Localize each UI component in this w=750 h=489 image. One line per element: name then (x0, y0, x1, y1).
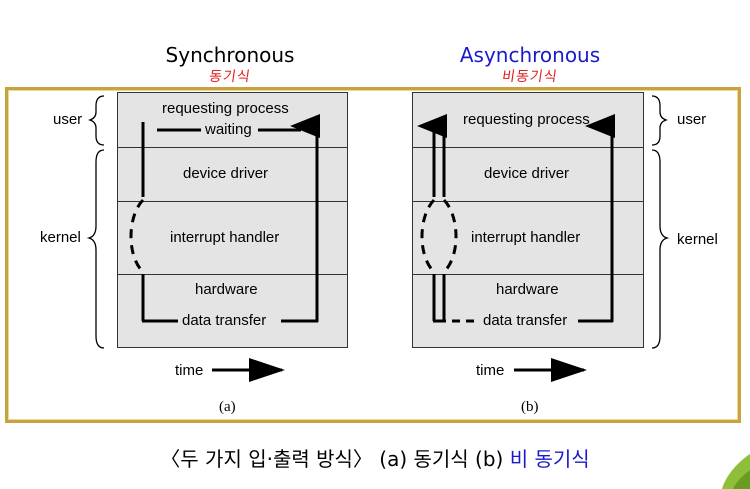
async-device-driver-label: device driver (484, 165, 570, 182)
sync-hardware-label: hardware (195, 281, 258, 298)
async-data-transfer-label: data transfer (483, 312, 568, 329)
layer-divider (118, 201, 347, 202)
async-figure-caption: (b) (521, 399, 539, 415)
layer-divider (413, 274, 643, 275)
right-user-label: user (677, 111, 707, 128)
sync-time-label: time (175, 362, 204, 379)
sync-data-transfer-label: data transfer (182, 312, 267, 329)
sync-waiting-label: waiting (205, 121, 252, 138)
async-time-label: time (476, 362, 505, 379)
slide-caption-highlight: 비 동기식 (509, 447, 590, 471)
layer-divider (413, 201, 643, 202)
async-interrupt-handler-label: interrupt handler (471, 229, 581, 246)
slide-caption-text: 〈두 가지 입·출력 방식〉 (a) 동기식 (b) (160, 447, 510, 471)
async-dashed-curve-right (442, 198, 458, 274)
async-requesting-process-label: requesting process (463, 111, 590, 128)
layer-divider (413, 147, 643, 148)
slide-caption: 〈두 가지 입·출력 방식〉 (a) 동기식 (b) 비 동기식 (0, 446, 750, 472)
sync-device-driver-label: device driver (183, 165, 269, 182)
right-kernel-brace (651, 149, 670, 349)
layer-divider (118, 147, 347, 148)
sync-requesting-process-label: requesting process (162, 100, 289, 117)
layer-divider (118, 274, 347, 275)
left-user-label: user (53, 111, 83, 128)
async-hardware-label: hardware (496, 281, 559, 298)
left-kernel-brace (86, 149, 105, 349)
right-kernel-label: kernel (677, 231, 718, 248)
sync-figure-caption: (a) (219, 399, 236, 415)
sync-dashed-interrupt-curve (129, 198, 145, 274)
left-kernel-label: kernel (40, 229, 81, 246)
async-dashed-curve-left (420, 198, 436, 274)
left-user-brace (87, 95, 105, 146)
async-title: Asynchronous (459, 43, 601, 67)
right-user-brace (651, 95, 669, 146)
sync-interrupt-handler-label: interrupt handler (170, 229, 280, 246)
sync-title: Synchronous (165, 43, 295, 67)
